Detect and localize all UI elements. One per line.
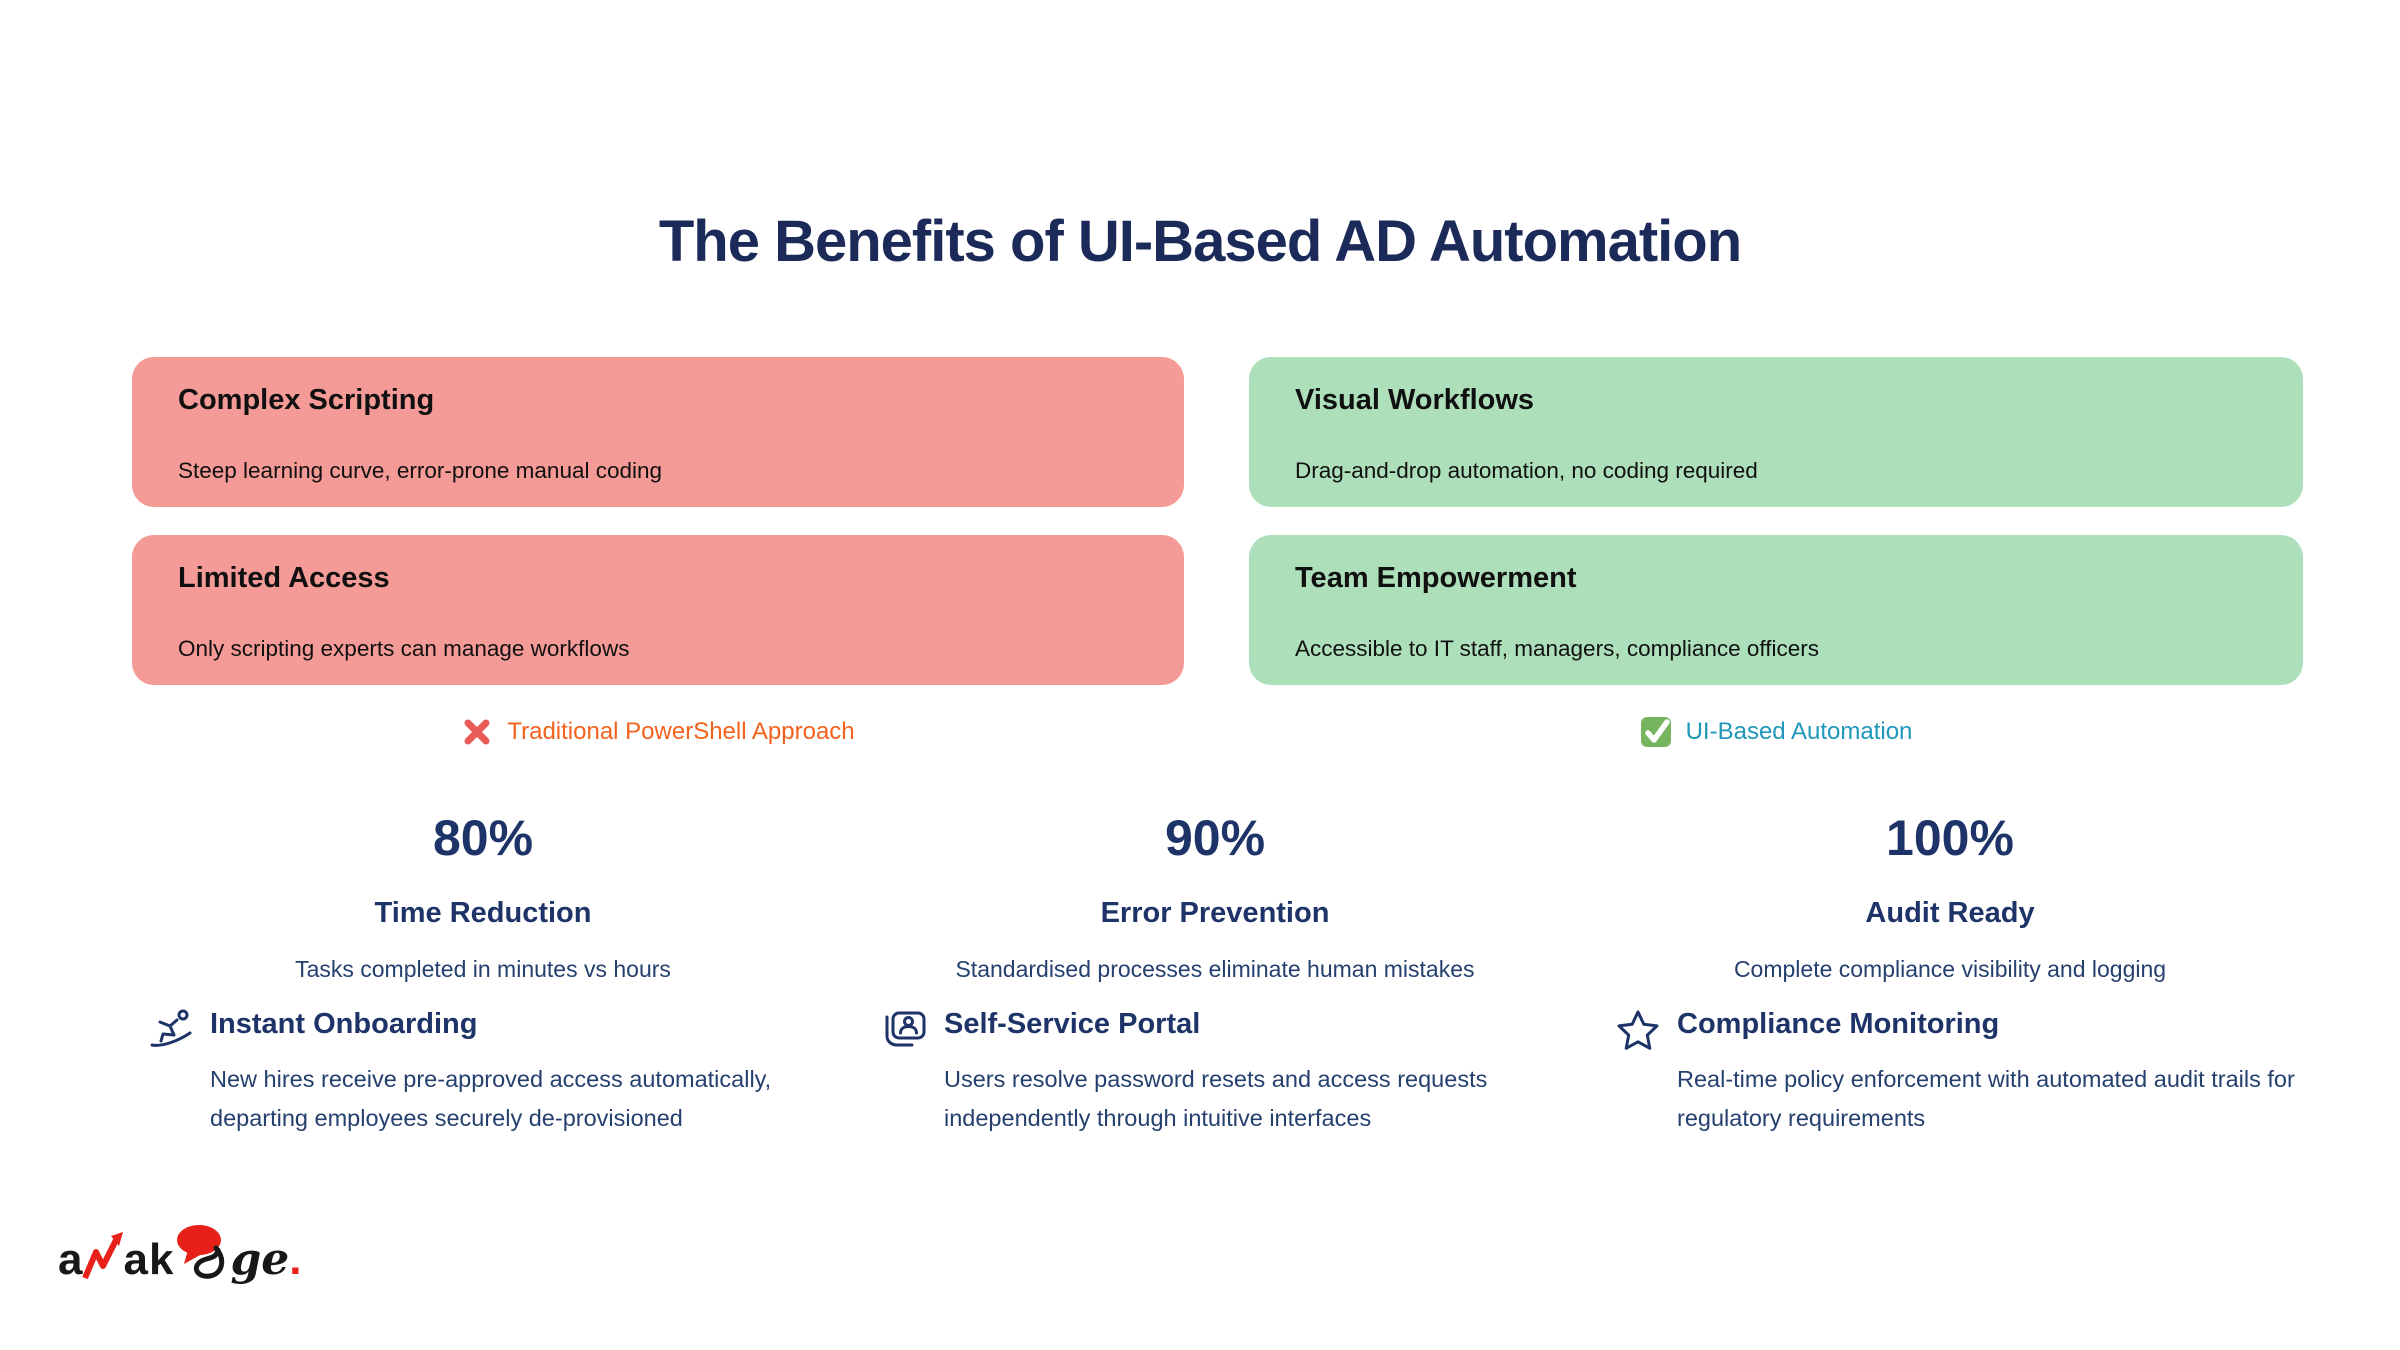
caption-label: UI-Based Automation [1685,718,1913,745]
contact-card-icon [885,1011,926,1047]
stat-description: Tasks completed in minutes vs hours [295,956,671,982]
feature-title: Self-Service Portal [944,1008,1201,1040]
card-limited-access: Limited Access Only scripting experts ca… [132,535,1184,685]
logo-dot: . [289,1235,302,1284]
caption-ui-based-automation: UI-Based Automation [1249,708,2303,756]
card-description: Drag-and-drop automation, no coding requ… [1295,458,1758,483]
feature-title: Compliance Monitoring [1677,1008,2000,1040]
feature-description: New hires receive pre-approved access au… [210,1066,772,1131]
stat-value: 80% [432,810,534,866]
feature-self-service-portal: Self-Service Portal Users resolve passwo… [882,1008,1562,1138]
stat-label: Audit Ready [1865,897,2035,929]
anakage-logo: a ak ge . [58,1218,301,1282]
star-icon [1617,1010,1659,1050]
card-visual-workflows: Visual Workflows Drag-and-drop automatio… [1249,357,2303,507]
card-title: Complex Scripting [178,384,435,416]
cross-mark-icon [464,719,490,745]
caption-label: Traditional PowerShell Approach [507,718,855,745]
feature-compliance-monitoring: Compliance Monitoring Real-time policy e… [1615,1008,2295,1138]
card-description: Only scripting experts can manage workfl… [178,636,630,661]
feature-description: Real-time policy enforcement with automa… [1677,1066,2295,1131]
stat-value: 90% [1164,810,1266,866]
logo-text-a: a [58,1235,84,1284]
card-title: Team Empowerment [1295,562,1577,594]
logo-text-ge: ge [230,1234,290,1285]
caption-row: Traditional PowerShell Approach UI-Based… [132,708,2303,756]
stat-value: 100% [1886,810,2014,866]
logo-zigzag-arrow-icon [82,1232,124,1280]
card-title: Limited Access [178,562,390,594]
caption-traditional-powershell: Traditional PowerShell Approach [132,708,1184,756]
stat-description: Standardised processes eliminate human m… [955,956,1475,982]
stat-error-prevention: 90% Error Prevention Standardised proces… [865,808,1565,983]
card-description: Steep learning curve, error-prone manual… [178,458,663,483]
card-team-empowerment: Team Empowerment Accessible to IT staff,… [1249,535,2303,685]
stat-description: Complete compliance visibility and loggi… [1733,956,2167,982]
stat-audit-ready: 100% Audit Ready Complete compliance vis… [1600,808,2300,983]
card-description: Accessible to IT staff, managers, compli… [1295,636,1819,661]
card-complex-scripting: Complex Scripting Steep learning curve, … [132,357,1184,507]
check-mark-icon [1640,717,1671,747]
logo-text-ak: ak [123,1235,175,1284]
card-title: Visual Workflows [1295,384,1535,416]
stat-time-reduction: 80% Time Reduction Tasks completed in mi… [133,808,833,983]
stat-label: Error Prevention [1100,897,1330,929]
feature-description: Users resolve password resets and access… [944,1066,1488,1131]
page-title: The Benefits of UI-Based AD Automation [658,209,1742,274]
feature-instant-onboarding: Instant Onboarding New hires receive pre… [148,1008,838,1138]
snowboarder-icon [150,1009,192,1047]
feature-title: Instant Onboarding [210,1008,478,1040]
logo-speech-bubble-icon [177,1225,225,1279]
comparison-grid: Complex Scripting Steep learning curve, … [132,357,2303,685]
stat-label: Time Reduction [374,897,592,929]
